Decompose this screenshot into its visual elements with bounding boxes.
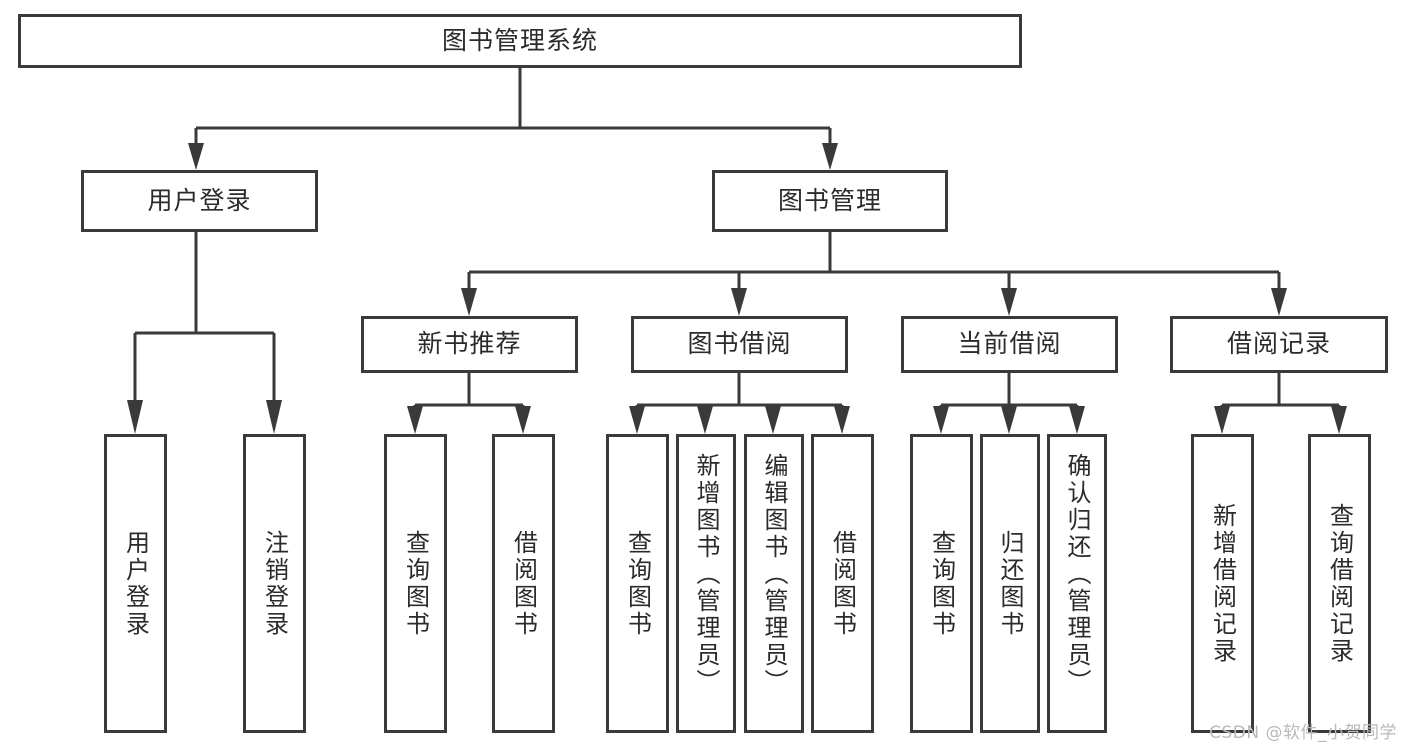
leaf-book-borrow-query[interactable]: 查询图书 [606,434,669,733]
node-label: 借阅记录 [1226,329,1331,359]
node-label: 查询图书 [623,529,652,638]
node-book-borrow[interactable]: 图书借阅 [631,316,848,373]
node-label: 查询图书 [927,529,956,638]
leaf-book-borrow-borrow[interactable]: 借阅图书 [811,434,874,733]
node-label: 图书借阅 [687,329,792,359]
leaf-user-login-login[interactable]: 用户登录 [104,434,167,733]
node-label: 查询借阅记录 [1325,502,1354,665]
node-label: 用户登录 [121,529,150,638]
node-label: 查询图书 [401,529,430,638]
leaf-borrow-record-add[interactable]: 新增借阅记录 [1191,434,1254,733]
leaf-borrow-record-query[interactable]: 查询借阅记录 [1308,434,1371,733]
node-label: 当前借阅 [957,329,1062,359]
node-label: 借阅图书 [509,529,538,638]
leaf-new-book-borrow[interactable]: 借阅图书 [492,434,555,733]
leaf-new-book-query[interactable]: 查询图书 [384,434,447,733]
leaf-current-borrow-return[interactable]: 归还图书 [980,434,1040,733]
leaf-book-borrow-add[interactable]: 新增图书（管理员） [676,434,736,733]
node-label: 编辑图书（管理员） [760,453,788,696]
node-label: 归还图书 [996,529,1024,638]
leaf-current-borrow-query[interactable]: 查询图书 [910,434,973,733]
node-label: 确认归还（管理员） [1063,453,1091,696]
node-label: 用户登录 [147,185,252,215]
node-book-management[interactable]: 图书管理 [712,170,948,232]
node-label: 图书管理系统 [441,25,598,55]
node-root-system[interactable]: 图书管理系统 [18,14,1022,68]
node-borrow-record[interactable]: 借阅记录 [1170,316,1388,373]
node-new-book-recommend[interactable]: 新书推荐 [361,316,578,373]
node-label: 新书推荐 [417,329,522,359]
leaf-user-login-logout[interactable]: 注销登录 [243,434,306,733]
leaf-book-borrow-edit[interactable]: 编辑图书（管理员） [744,434,804,733]
node-label: 借阅图书 [828,529,857,638]
node-user-login[interactable]: 用户登录 [81,170,318,232]
leaf-current-borrow-confirm-return[interactable]: 确认归还（管理员） [1047,434,1107,733]
node-current-borrow[interactable]: 当前借阅 [901,316,1118,373]
node-label: 新增借阅记录 [1208,502,1237,665]
node-label: 注销登录 [260,529,289,638]
watermark-text: CSDN @软件_小贺同学 [1209,723,1397,743]
node-label: 新增图书（管理员） [692,453,720,696]
node-label: 图书管理 [777,185,882,215]
